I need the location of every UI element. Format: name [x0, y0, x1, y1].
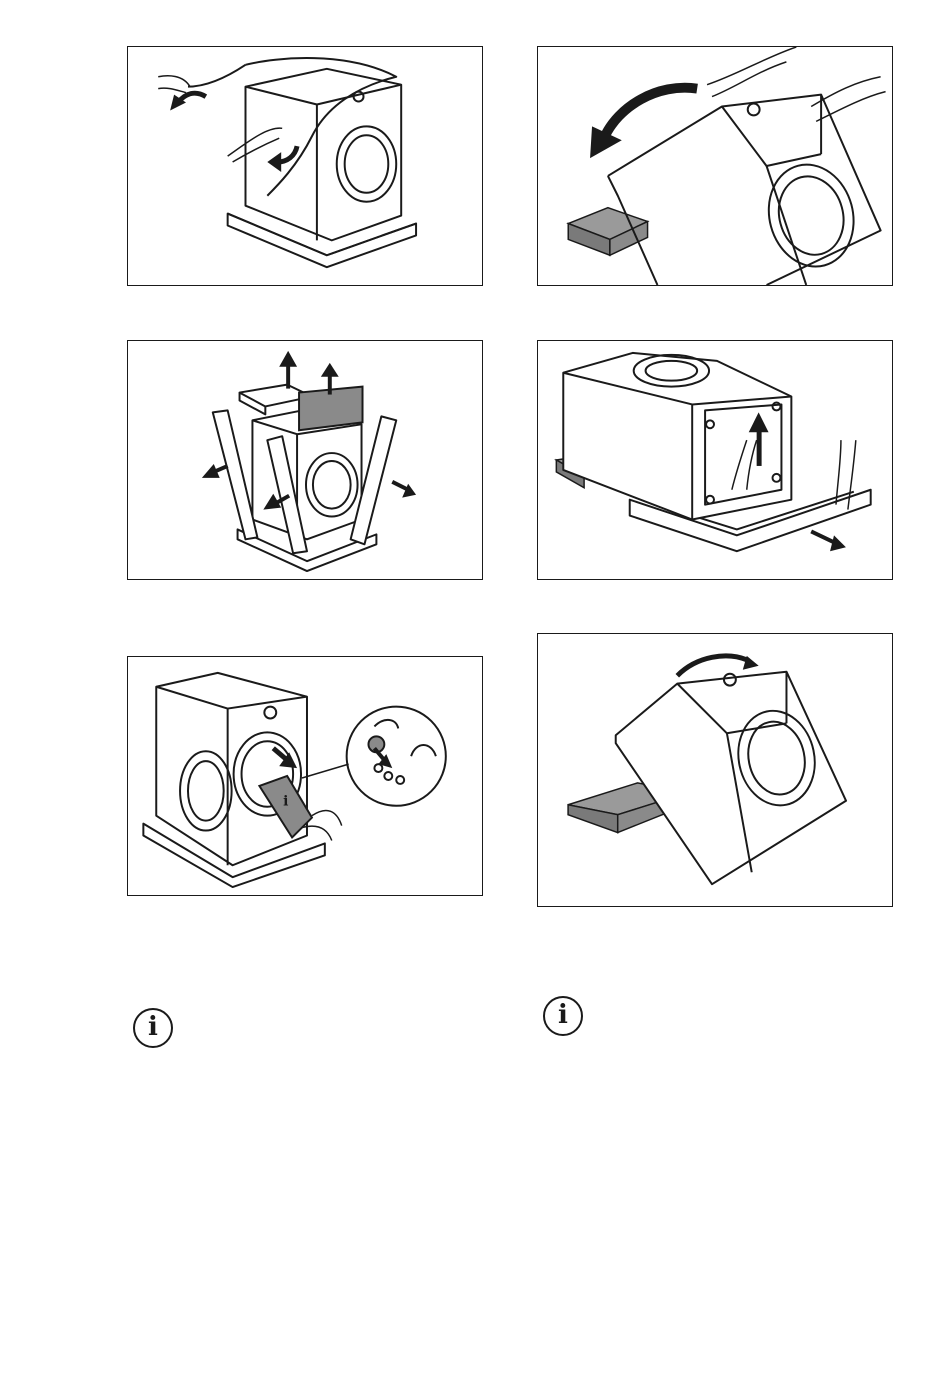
information-icon: i: [543, 996, 583, 1036]
remove-bag-illustration: i: [128, 657, 482, 895]
information-icon: i: [133, 1008, 173, 1048]
figure-tilt-upright: [537, 633, 893, 907]
tilt-back-illustration: [538, 47, 892, 285]
figure-remove-base: [537, 340, 893, 580]
figure-remove-bag: i: [127, 656, 483, 896]
remove-base-illustration: [538, 341, 892, 579]
tilt-upright-illustration: [538, 634, 892, 906]
remove-packaging-illustration: [128, 341, 482, 579]
svg-text:i: i: [283, 794, 288, 810]
figure-remove-packaging: [127, 340, 483, 580]
figure-tilt-back: [537, 46, 893, 286]
remove-cover-illustration: [128, 47, 482, 285]
figure-remove-cover: [127, 46, 483, 286]
